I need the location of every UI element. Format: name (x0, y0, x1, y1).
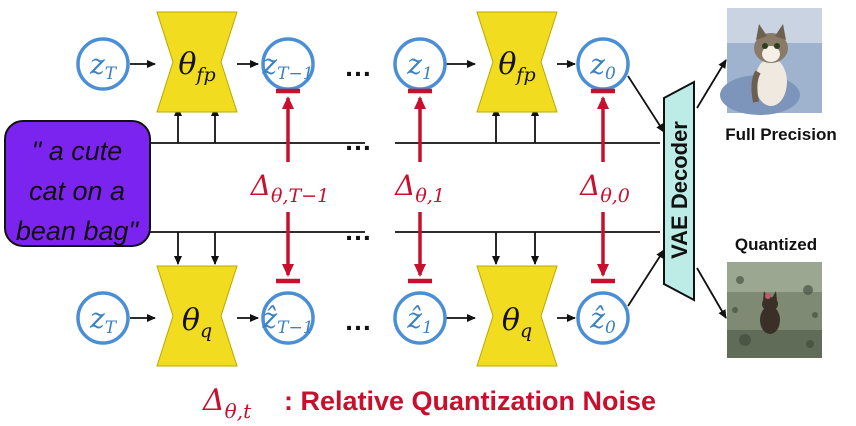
quantized-image (727, 262, 822, 358)
caption-text: : Relative Quantization Noise (284, 386, 656, 416)
top-node-zT-1: zT−1 (261, 37, 315, 91)
full-precision-image (720, 8, 822, 115)
top-node-z0: z0 (576, 37, 630, 91)
quantized-label: Quantized (735, 235, 817, 254)
bottom-ellipsis: … (344, 305, 372, 336)
caption-symbol: Δθ,t (202, 383, 252, 423)
svg-text:zT: zT (89, 48, 118, 84)
bottom-block-theta-q-1: θq (156, 265, 238, 367)
caption: Δθ,t : Relative Quantization Noise (202, 383, 656, 423)
noise-label-1: Δθ,1 (394, 169, 445, 207)
prompt-line-1: " a cute (32, 136, 123, 166)
bottom-node-zT: zT (76, 291, 130, 345)
middle-ellipsis-bottom: … (344, 215, 372, 246)
full-precision-label: Full Precision (725, 125, 836, 144)
prompt-box: " a cute cat on a bean bag" (4, 120, 151, 247)
bottom-node-zhat-1: ẑ1 (393, 291, 447, 345)
prompt-line-3: bean bag" (16, 216, 140, 246)
prompt-line-2: cat on a (29, 176, 125, 206)
noise-label-T-1: Δθ,T−1 (250, 169, 329, 207)
vae-decoder: VAE Decoder (663, 80, 695, 302)
top-block-theta-fp-1: θfp (156, 11, 238, 113)
middle-ellipsis-top: … (344, 125, 372, 156)
noise-label-0: Δθ,0 (579, 169, 630, 207)
top-node-z1: z1 (393, 37, 447, 91)
vae-decoder-label: VAE Decoder (667, 121, 692, 259)
top-ellipsis: … (344, 51, 372, 82)
svg-text:zT: zT (89, 302, 118, 338)
top-block-theta-fp-2: θfp (476, 11, 558, 113)
bottom-node-zhat-T-1: ẑT−1 (261, 291, 315, 345)
top-node-zT: zT (76, 37, 130, 91)
bottom-node-zhat-0: ẑ0 (576, 291, 630, 345)
bottom-block-theta-q-2: θq (476, 265, 558, 367)
